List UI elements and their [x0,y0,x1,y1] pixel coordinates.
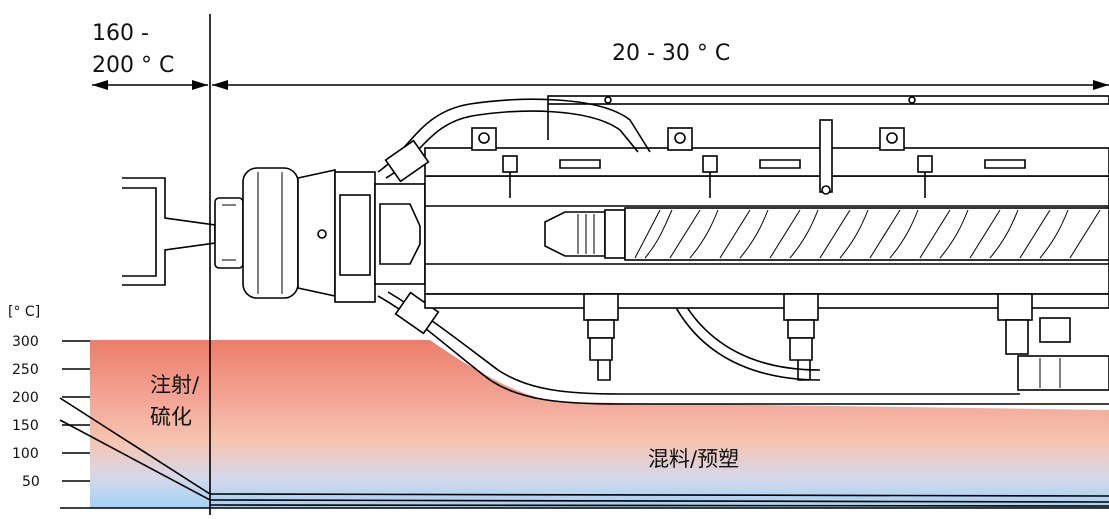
hoses [377,98,1109,405]
nozzle-temp-line2: 200 ° C [92,53,174,78]
injection-zone-line2: 硫化 [150,405,192,429]
axis-tick: 100 [12,446,39,462]
mold [122,177,216,286]
mixing-zone-label: 混料/预塑 [648,447,739,471]
axis-tick: 300 [12,334,39,350]
nozzle-temp-label: 160 - 200 ° C [92,21,174,78]
temperature-area [90,340,1109,508]
axis-unit-label: [° C] [8,304,40,320]
axis-tick: 200 [12,390,39,406]
nozzle-head [214,167,426,303]
screw [624,207,1109,261]
bottom-fittings [424,293,1109,391]
nozzle-temp-line1: 160 - [92,21,149,46]
axis-tick: 50 [22,474,40,490]
axis-tick: 250 [12,362,39,378]
barrel-temp-label: 20 - 30 ° C [612,41,730,66]
axis-tick: 150 [12,418,39,434]
dimension-arrows [92,14,1109,515]
temperature-axis: [° C] 300 250 200 150 100 50 [8,304,90,490]
injection-zone-line1: 注射/ [150,373,200,397]
injection-zone-label: 注射/ 硫化 [150,373,200,429]
